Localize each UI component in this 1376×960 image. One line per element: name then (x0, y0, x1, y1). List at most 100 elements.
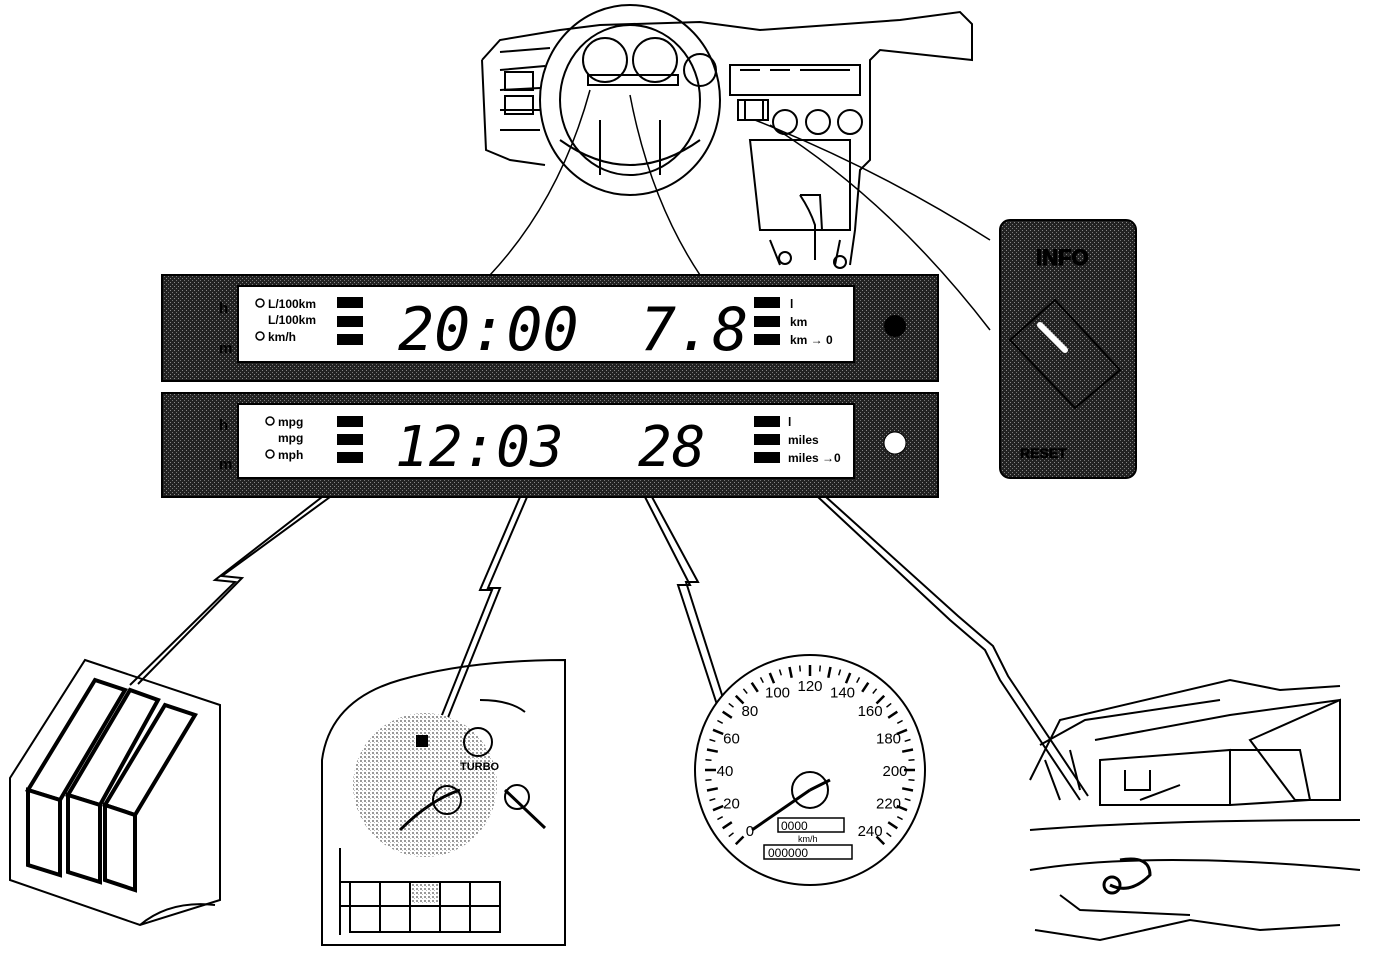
speed-tick (750, 682, 759, 693)
speed-tick (886, 702, 892, 708)
speed-tick (827, 666, 832, 679)
speed-tick (705, 758, 712, 762)
dashboard-illustration (481, 4, 991, 331)
speed-tick (896, 804, 908, 812)
speed-tick (887, 821, 898, 830)
speed-tick (861, 682, 870, 693)
speed-scale-label: 80 (742, 703, 759, 720)
speed-tick (887, 710, 898, 719)
label-avg-mph: mph (278, 448, 303, 462)
unit-miles: miles (788, 433, 819, 447)
speed-tick (706, 748, 719, 753)
speedometer-ticks (705, 665, 915, 846)
clock-readout: 20:00 (398, 295, 579, 365)
speed-tick (709, 797, 716, 802)
indicator-bar (337, 334, 363, 345)
clock-readout: 12:03 (395, 415, 564, 480)
speed-tick (717, 719, 724, 724)
speed-scale-label: 220 (876, 796, 901, 813)
fuse-block-illustration (9, 658, 221, 927)
speed-tick (856, 677, 861, 684)
indicator-bar (754, 316, 780, 327)
label-avg-mpg: mpg (278, 415, 303, 429)
speed-tick (818, 665, 822, 672)
speed-tick (875, 694, 886, 705)
speed-tick (901, 748, 914, 753)
odometer: 0000 (777, 817, 845, 833)
speed-tick (904, 797, 911, 802)
speed-tick (722, 710, 733, 719)
speed-scale-label: 240 (858, 823, 883, 840)
speed-tick (734, 694, 745, 705)
value-readout: 28 (638, 415, 705, 480)
unit-miles-to-empty: miles →0 (788, 451, 841, 465)
trip-meter: 000000 (763, 844, 853, 860)
value-readout: 7.8 (640, 295, 748, 365)
label-avg-speed: km/h (268, 330, 296, 344)
speed-tick (788, 666, 793, 679)
speed-tick (717, 816, 724, 821)
speed-tick (798, 665, 802, 672)
speed-scale-label: 140 (830, 685, 855, 702)
speed-tick (705, 778, 712, 782)
info-button-label: INFO (1036, 245, 1089, 270)
speed-tick (908, 758, 915, 762)
speed-scale-label: 0 (746, 823, 754, 840)
label-inst-mpg: mpg (278, 431, 303, 445)
info-button[interactable] (1008, 298, 1122, 410)
odometer-digits: 0000 (781, 819, 808, 833)
speed-tick (844, 672, 852, 684)
speed-unit: km/h (798, 834, 818, 844)
car-rear-illustration (1029, 678, 1361, 942)
speed-tick (904, 738, 911, 743)
speed-tick (896, 719, 903, 724)
indicator-bar (337, 316, 363, 327)
label-avg-consumption: L/100km (268, 297, 316, 311)
speed-scale-label: 40 (717, 763, 734, 780)
unit-litres: l (788, 415, 791, 429)
reset-button-label: RESET (1020, 445, 1067, 461)
indicator-bar (754, 297, 780, 308)
speed-tick (778, 669, 783, 676)
speed-scale-label: 60 (723, 731, 740, 748)
indicator-bar (337, 297, 363, 308)
speed-tick (706, 787, 719, 792)
speed-tick (734, 835, 745, 846)
trip-computer-display-metric: h m L/100km L/100km km/h 20:00 7.8 l km … (161, 274, 939, 382)
speed-scale-label: 20 (723, 796, 740, 813)
trip-digits: 000000 (768, 846, 808, 860)
speed-tick (886, 832, 892, 838)
speed-tick (728, 702, 734, 708)
info-reset-button-panel: INFO RESET (999, 219, 1137, 479)
unit-km: km (790, 315, 807, 329)
speed-scale-label: 120 (797, 678, 822, 695)
indicator-lamp-on (883, 431, 907, 455)
indicator-bar (754, 452, 780, 463)
speed-tick (872, 688, 878, 694)
speed-tick (728, 832, 734, 838)
turbo-label: TURBO (460, 761, 500, 773)
side-letter-h: h (219, 300, 228, 317)
unit-km-to-empty: km → 0 (790, 333, 833, 347)
indicator-bar (754, 334, 780, 345)
side-letter-m: m (219, 456, 232, 473)
speed-scale-label: 180 (876, 731, 901, 748)
speed-tick (837, 669, 842, 676)
label-inst-consumption: L/100km (268, 313, 316, 327)
side-letter-h: h (219, 417, 228, 434)
indicator-bar (337, 452, 363, 463)
speed-tick (712, 804, 724, 812)
speed-tick (908, 778, 915, 782)
speed-tick (901, 787, 914, 792)
indicator-lamp-off (884, 315, 906, 337)
indicator-bar (337, 434, 363, 445)
trip-computer-display-imperial: h m mpg mpg mph 12:03 28 l miles miles →… (161, 392, 939, 498)
speed-tick (896, 816, 903, 821)
average-icon (255, 298, 265, 308)
speed-tick (875, 835, 886, 846)
speed-tick (759, 677, 764, 684)
speed-scale-label: 160 (858, 703, 883, 720)
average-icon (265, 416, 275, 426)
